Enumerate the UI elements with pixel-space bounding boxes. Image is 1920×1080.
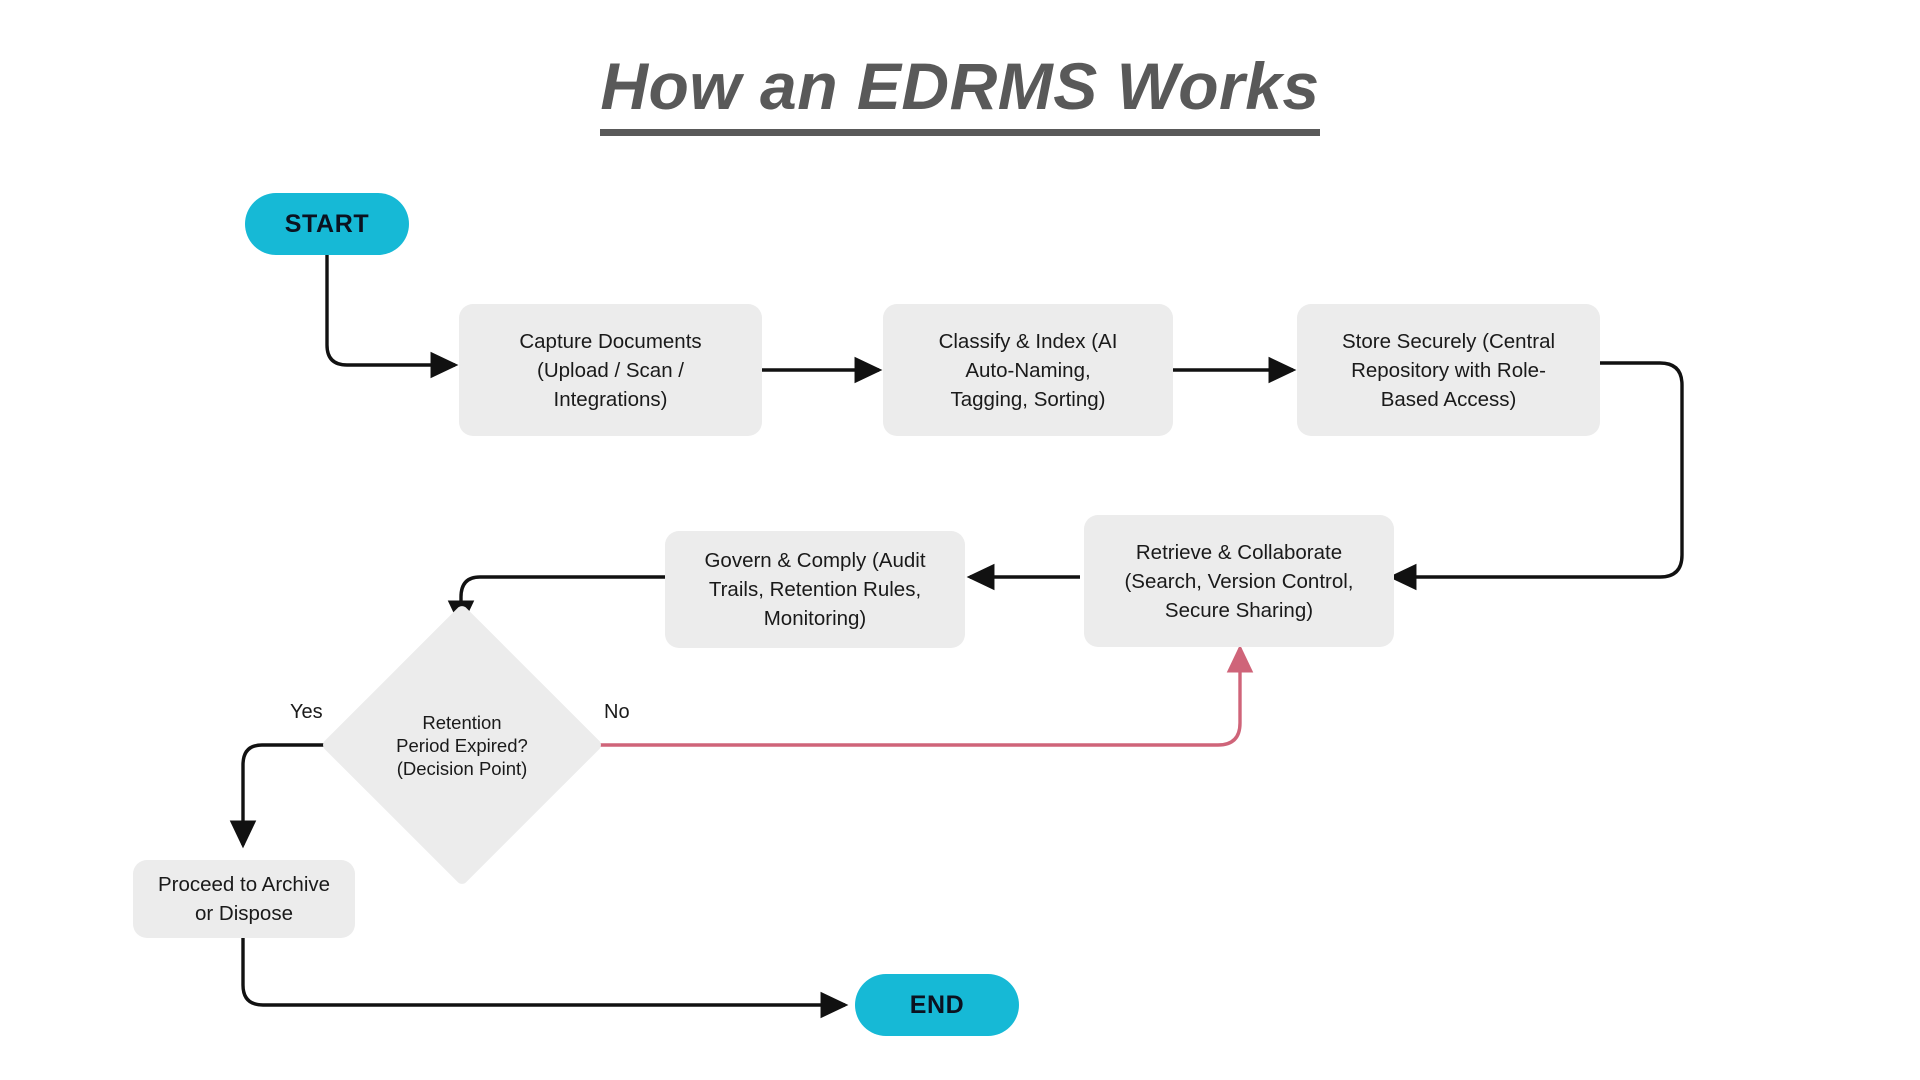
node-end[interactable]: END: [855, 974, 1019, 1036]
node-store-line-3: Based Access): [1380, 387, 1517, 411]
node-retrieve-line-2: (Search, Version Control,: [1124, 569, 1354, 593]
node-govern-comply[interactable]: Govern & Comply (Audit Trails, Retention…: [665, 531, 965, 648]
edge-start-to-capture: [325, 254, 459, 379]
node-archive-line-2: or Dispose: [195, 902, 293, 925]
node-start-label: START: [284, 209, 370, 238]
node-classify-line-2: Auto-Naming,: [965, 358, 1091, 382]
node-archive-line-1: Proceed to Archive: [157, 873, 331, 896]
node-capture-documents[interactable]: Capture Documents (Upload / Scan / Integ…: [459, 304, 762, 436]
node-capture-line-2: (Upload / Scan /: [537, 358, 684, 382]
node-classify-line-3: Tagging, Sorting): [950, 387, 1106, 411]
node-decision-line-1: Retention: [422, 711, 502, 733]
page-title-text: How an EDRMS Works: [600, 49, 1320, 136]
node-govern-line-3: Monitoring): [763, 607, 867, 630]
edge-label-yes: Yes: [290, 701, 323, 723]
edge-label-no: No: [604, 701, 630, 723]
node-archive-dispose[interactable]: Proceed to Archive or Dispose: [133, 860, 355, 938]
node-store-securely[interactable]: Store Securely (Central Repository with …: [1297, 304, 1600, 436]
node-start[interactable]: START: [245, 193, 409, 255]
node-capture-line-1: Capture Documents: [519, 329, 702, 353]
node-retention-decision[interactable]: Retention Period Expired? (Decision Poin…: [320, 603, 604, 887]
node-end-label: END: [909, 990, 965, 1019]
diamond-label: Retention Period Expired? (Decision Poin…: [362, 645, 562, 845]
node-decision-line-2: Period Expired?: [396, 734, 528, 756]
node-retrieve-line-1: Retrieve & Collaborate: [1135, 540, 1343, 564]
node-govern-line-1: Govern & Comply (Audit: [704, 549, 926, 572]
edge-govern-to-decision: [447, 575, 667, 629]
node-govern-line-2: Trails, Retention Rules,: [708, 578, 922, 601]
node-store-line-1: Store Securely (Central: [1341, 329, 1556, 353]
node-classify-index[interactable]: Classify & Index (AI Auto-Naming, Taggin…: [883, 304, 1173, 436]
node-decision-line-3: (Decision Point): [396, 757, 528, 779]
node-capture-line-3: Integrations): [553, 387, 668, 411]
node-retrieve-collaborate[interactable]: Retrieve & Collaborate (Search, Version …: [1084, 515, 1394, 647]
node-retrieve-line-3: Secure Sharing): [1164, 598, 1314, 622]
node-classify-line-1: Classify & Index (AI: [938, 329, 1118, 353]
edge-decision-no-to-retrieve: [569, 644, 1254, 747]
page-title: How an EDRMS Works: [0, 48, 1920, 136]
node-store-line-2: Repository with Role-: [1351, 358, 1546, 382]
edge-archive-to-end: [241, 938, 849, 1019]
